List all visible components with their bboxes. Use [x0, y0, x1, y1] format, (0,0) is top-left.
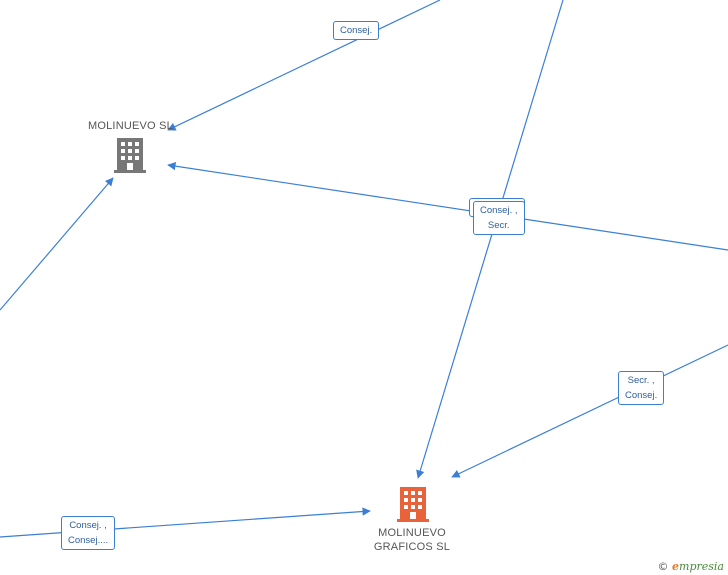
- edge-label-middle[interactable]: Consej. , Secr.: [473, 201, 525, 235]
- building-icon[interactable]: [397, 487, 429, 522]
- edge-label-line1: Consej. ,: [69, 520, 107, 531]
- edge-label-line2: Consej....: [68, 535, 109, 546]
- edge-top-to-graficos: [416, 0, 564, 479]
- edge-right-to-molinuevo-sl: [167, 161, 728, 251]
- edge-left-to-graficos: [0, 507, 371, 538]
- edge-label-line2: Consej.: [625, 390, 658, 401]
- watermark: © empresia: [658, 560, 724, 573]
- edge-label-right[interactable]: Secr. , Consej.: [618, 371, 665, 405]
- building-icon[interactable]: [114, 138, 146, 173]
- edge-label-line2: Secr.: [487, 220, 510, 231]
- copyright-symbol: ©: [657, 560, 669, 573]
- node-label-line1: MOLINUEVO: [378, 527, 446, 539]
- edge-top-to-molinuevo-sl: [167, 0, 441, 131]
- edge-label-bottom[interactable]: Consej. , Consej....: [61, 516, 116, 550]
- node-label-molinuevo-sl: MOLINUEVO SL: [88, 120, 173, 132]
- node-label-molinuevo-graficos: MOLINUEVO GRAFICOS SL: [362, 526, 462, 554]
- edge-left-to-molinuevo-sl: [0, 177, 114, 311]
- edge-label-top[interactable]: Consej.: [333, 21, 380, 40]
- brand-logo-initial: e: [672, 560, 680, 573]
- edge-label-line1: Consej. ,: [480, 205, 518, 216]
- edge-label-text: Consej.: [340, 25, 373, 36]
- node-label-line2: GRAFICOS SL: [373, 541, 451, 553]
- edge-label-line1: Secr. ,: [627, 375, 655, 386]
- brand-logo-text: mpresia: [679, 560, 724, 573]
- edge-right-to-graficos: [451, 344, 728, 478]
